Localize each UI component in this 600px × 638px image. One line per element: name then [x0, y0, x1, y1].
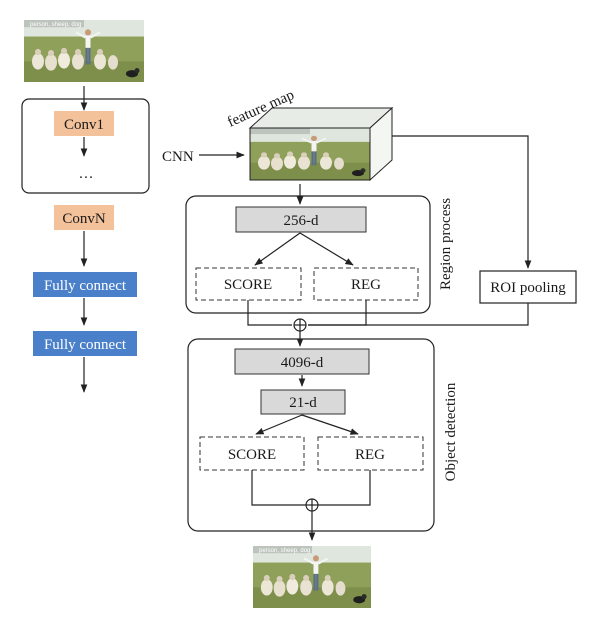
detection-21d-label: 21-d [289, 395, 317, 411]
arrow-256d-to-score [254, 232, 301, 266]
sum-node-1 [293, 318, 307, 332]
conv1-block [54, 111, 114, 136]
detection-4096d-block [234, 348, 370, 375]
detection-4096d-label: 4096-d [281, 355, 324, 371]
region-256d-label: 256-d [284, 213, 319, 229]
line-roi-to-sum [308, 303, 529, 326]
arrow-21d-to-reg [301, 414, 359, 435]
roi-pooling-label: ROI pooling [490, 280, 566, 296]
arrow-feature-to-roi [392, 135, 532, 269]
region-score-label: SCORE [224, 277, 272, 293]
conv1-label: Conv1 [64, 117, 104, 133]
input-image-caption: person, sheep, dog [30, 22, 81, 28]
fully-connect-2-block [33, 331, 137, 356]
fully-connect-1-block [33, 272, 137, 297]
object-detection-box [187, 338, 435, 532]
sum-node-2 [305, 498, 319, 512]
line-det-score-to-sum [251, 470, 306, 506]
fully-connect-2-label: Fully connect [44, 337, 127, 353]
arrow-256d-to-reg [299, 232, 354, 266]
output-image: person, sheep, dog [253, 546, 371, 608]
arrow-21d-to-score [255, 414, 303, 435]
detection-reg-box [317, 436, 424, 471]
detection-score-label: SCORE [228, 447, 276, 463]
line-score-to-sum [247, 300, 292, 326]
roi-pooling-box [479, 270, 577, 304]
detection-reg-label: REG [355, 447, 385, 463]
region-score-box [195, 267, 302, 301]
region-reg-label: REG [351, 277, 381, 293]
region-256d-block [235, 206, 367, 233]
input-image: person, sheep, dog [24, 20, 144, 82]
convN-block [54, 205, 114, 230]
output-image-caption: person, sheep, dog [259, 548, 310, 554]
backbone-box [21, 98, 150, 194]
region-process-box [185, 195, 431, 314]
convN-label: ConvN [62, 211, 106, 227]
line-det-reg-to-sum [318, 470, 371, 506]
detection-21d-block [260, 389, 346, 415]
object-detection-title: Object detection [443, 382, 459, 481]
ellipsis-label: … [79, 166, 94, 182]
feature-map-cube [248, 106, 394, 182]
cnn-label: CNN [162, 149, 194, 165]
fully-connect-1-label: Fully connect [44, 278, 127, 294]
region-process-title: Region process [438, 198, 454, 290]
